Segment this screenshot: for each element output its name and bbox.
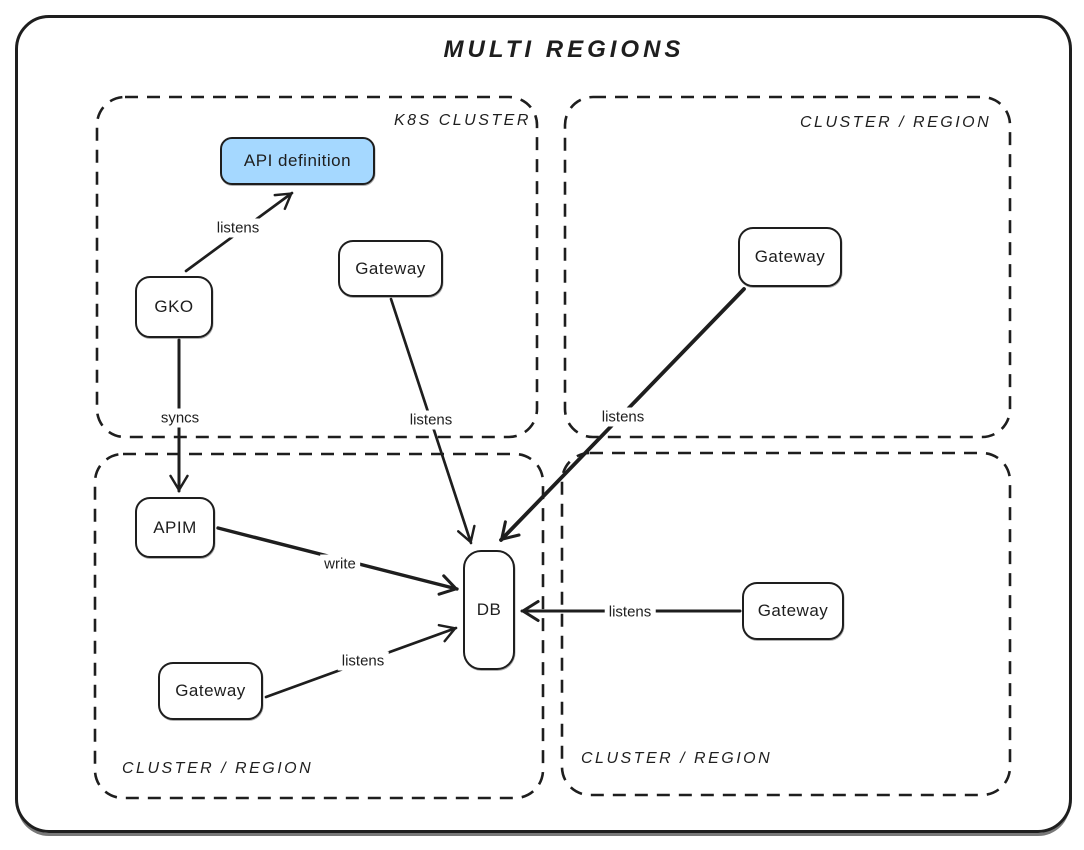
node-db: DB bbox=[463, 550, 515, 670]
node-gko: GKO bbox=[135, 276, 213, 338]
region-label-cluster-bottom-right: CLUSTER / REGION bbox=[581, 750, 773, 767]
edge-label-gko-apim: syncs bbox=[156, 408, 204, 428]
node-gateway-bottom-left: Gateway bbox=[158, 662, 263, 720]
region-cluster-bottom-left bbox=[93, 452, 545, 800]
node-gateway-bottom-right: Gateway bbox=[742, 582, 844, 640]
region-label-cluster-bottom-left: CLUSTER / REGION bbox=[122, 760, 314, 777]
edge-label-gateway-bottom-right-db: listens bbox=[604, 602, 656, 622]
node-gateway-k8s: Gateway bbox=[338, 240, 443, 297]
edge-label-gateway-k8s-db: listens bbox=[405, 410, 457, 430]
region-label-k8s-cluster: K8S CLUSTER bbox=[394, 112, 531, 129]
node-apim: APIM bbox=[135, 497, 215, 558]
edge-label-gko-api-definition: listens bbox=[212, 218, 264, 238]
edge-label-apim-db: write bbox=[320, 554, 360, 574]
node-gateway-top-right: Gateway bbox=[738, 227, 842, 287]
outer-frame bbox=[15, 15, 1072, 833]
region-cluster-top-right bbox=[563, 95, 1012, 439]
region-cluster-bottom-right bbox=[560, 451, 1012, 797]
region-label-cluster-top-right: CLUSTER / REGION bbox=[800, 114, 992, 131]
region-k8s-cluster bbox=[95, 95, 539, 439]
edge-label-gateway-bottom-left-db: listens bbox=[337, 651, 389, 671]
diagram-title: MULTI REGIONS bbox=[443, 36, 685, 63]
node-api-definition: API definition bbox=[220, 137, 375, 185]
edge-label-gateway-top-right-db: listens bbox=[597, 407, 649, 427]
